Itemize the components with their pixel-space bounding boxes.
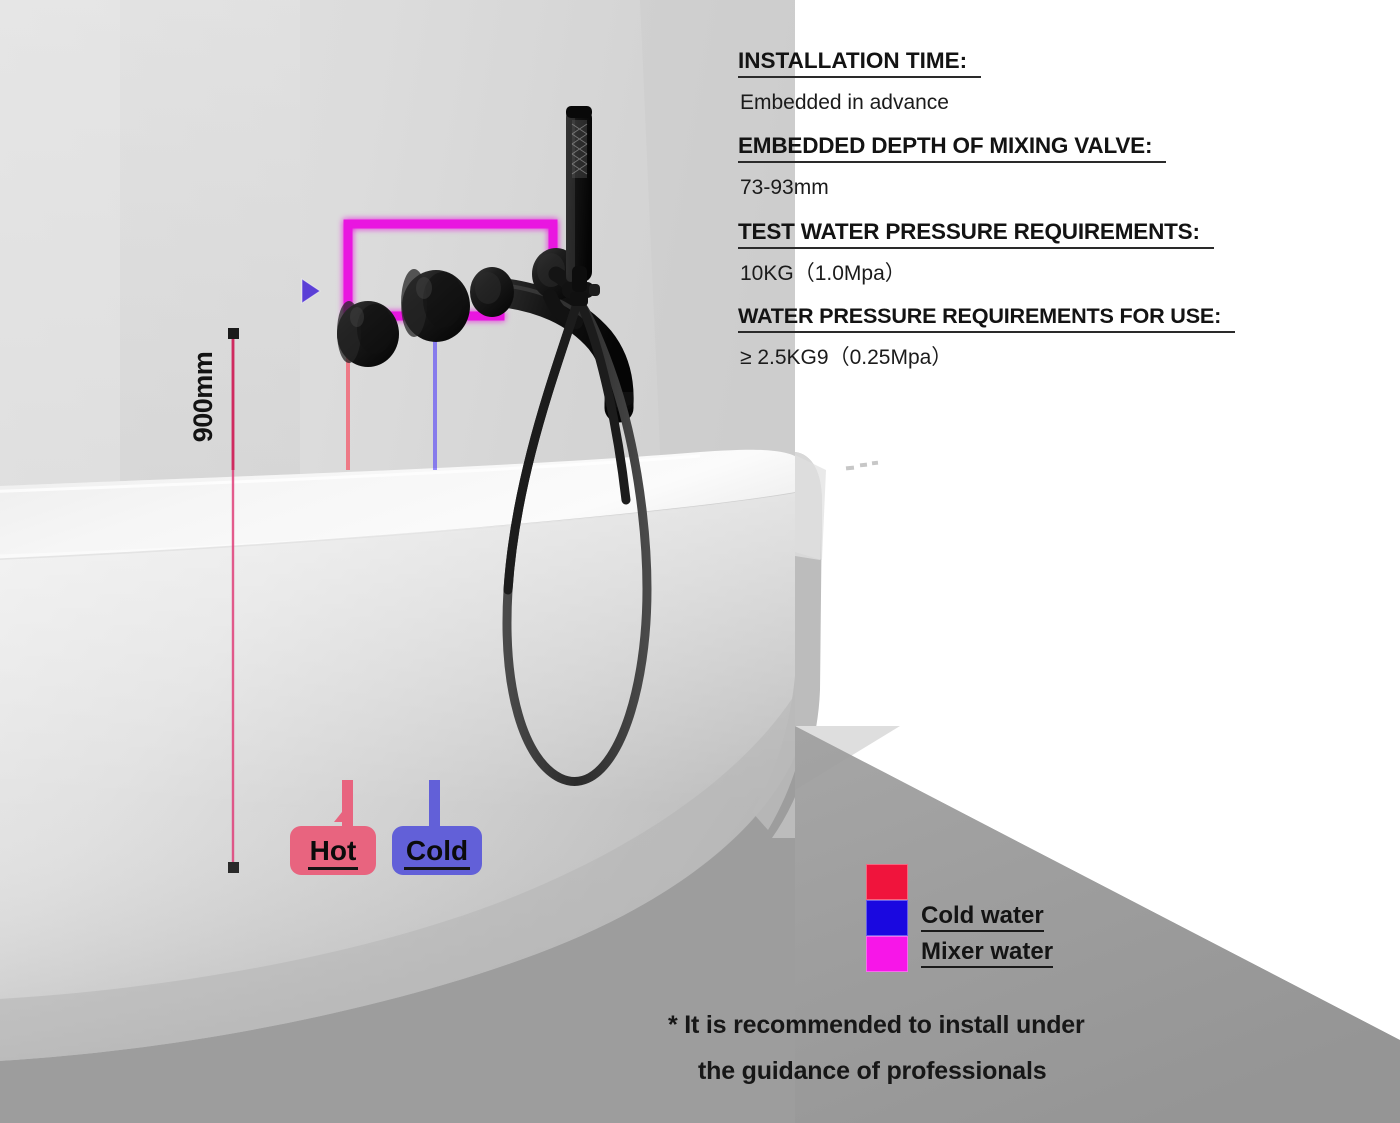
legend-row-cold-water: Cold water [866, 900, 1166, 936]
tag-connector-stubs [334, 780, 440, 832]
legend-label-cold-water: Cold water [921, 903, 1044, 933]
spec-heading-installation-time: INSTALLATION TIME: [738, 48, 982, 79]
spec-block-test-pressure: TEST WATER PRESSURE REQUIREMENTS: 10KG（1… [738, 219, 1378, 285]
spec-value-embedded-depth: 73-93mm [740, 176, 829, 200]
dimension-line-900mm [228, 328, 239, 873]
hot-pipe-tag-label: Hot [307, 835, 359, 870]
cold-pipe-tag-label: Cold [403, 835, 471, 870]
hot-valve-handle [337, 301, 399, 367]
hot-pipe-tag: Hot [290, 826, 376, 875]
legend-row-mixer-water: Mixer water [866, 936, 1166, 972]
pointer-arrow-icon [301, 278, 321, 304]
spec-value-installation-time: Embedded in advance [740, 91, 949, 115]
legend-row-hot-water [866, 864, 1166, 900]
dimension-endpoint-bottom [228, 862, 239, 873]
legend-label-mixer-water: Mixer water [921, 939, 1054, 969]
installation-footnote: * It is recommended to install under the… [668, 1002, 1228, 1095]
specifications-panel: INSTALLATION TIME: Embedded in advance E… [738, 48, 1378, 388]
legend-swatch-mixer-water [866, 936, 908, 972]
wall-mounted-bath-mixer [337, 106, 652, 786]
spec-heading-embedded-depth: EMBEDDED DEPTH OF MIXING VALVE: [738, 133, 1167, 164]
freestanding-bathtub [0, 449, 812, 1123]
spec-heading-use-pressure: WATER PRESSURE REQUIREMENTS FOR USE: [738, 303, 1236, 334]
legend-swatch-cold-water [866, 900, 908, 936]
spec-block-use-pressure: WATER PRESSURE REQUIREMENTS FOR USE: ≥ 2… [738, 303, 1378, 370]
dimension-endpoint-top [228, 328, 239, 339]
spec-block-installation-time: INSTALLATION TIME: Embedded in advance [738, 48, 1378, 114]
tub-rim-marks [845, 460, 879, 471]
spec-heading-test-pressure: TEST WATER PRESSURE REQUIREMENTS: [738, 219, 1214, 249]
footnote-line-2: the guidance of professionals [698, 1057, 1047, 1086]
dimension-label-900mm: 900mm [188, 351, 218, 443]
legend-swatch-hot-water [866, 864, 908, 900]
footnote-line-1: * It is recommended to install under [668, 1011, 1085, 1039]
handshower-grip-texture [571, 120, 588, 178]
spec-block-embedded-depth: EMBEDDED DEPTH OF MIXING VALVE: 73-93mm [738, 133, 1378, 199]
spout-wall-outlet [470, 267, 514, 317]
shower-hose [502, 292, 652, 786]
cold-valve-handle [401, 269, 470, 342]
spec-panel-background [795, 0, 1400, 726]
spec-value-use-pressure: ≥ 2.5KG9（0.25Mpa） [740, 346, 953, 370]
hand-shower [566, 106, 592, 292]
legend: Cold water Mixer water [866, 864, 1166, 972]
cold-pipe-tag: Cold [392, 826, 482, 875]
spec-value-test-pressure: 10KG（1.0Mpa） [740, 261, 906, 285]
